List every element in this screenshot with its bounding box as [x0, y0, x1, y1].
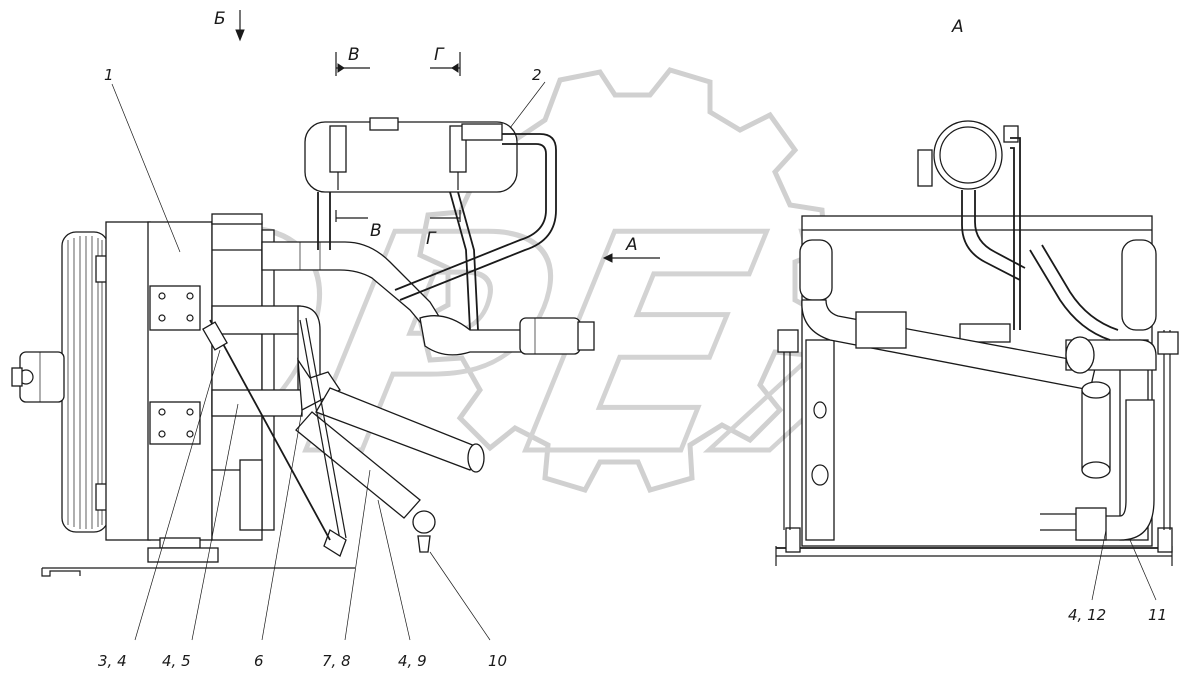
section-marks	[235, 10, 660, 263]
callout-3-4: 3, 4	[98, 652, 127, 670]
view-b-arrow-label: Б	[214, 9, 226, 29]
section-g-bottom-label: Г	[426, 229, 437, 249]
section-g-top-label: Г	[434, 45, 445, 65]
section-v-top-label: В	[348, 45, 360, 65]
fan-motor	[11, 351, 65, 403]
frame	[775, 215, 1179, 566]
expansion-tank-item-2	[304, 117, 557, 331]
callout-11: 11	[1148, 606, 1167, 624]
view-a-title: А	[951, 17, 964, 37]
callout-2: 2	[532, 66, 542, 84]
callout-4-5: 4, 5	[162, 652, 191, 670]
side-view	[11, 10, 660, 641]
callout-4-9: 4, 9	[398, 652, 427, 670]
lower-hoses	[202, 305, 485, 557]
callout-7-8: 7, 8	[322, 652, 351, 670]
radiator-item-1	[41, 213, 355, 577]
callout-6: 6	[254, 652, 264, 670]
view-a-arrow-label: А	[625, 235, 638, 255]
callout-1: 1	[104, 66, 114, 84]
view-a-leaders	[1091, 529, 1157, 601]
callout-10: 10	[488, 652, 507, 670]
callout-4-12: 4, 12	[1068, 606, 1106, 624]
upper-hose	[261, 241, 595, 356]
view-a	[775, 120, 1179, 601]
view-a-pipes	[799, 239, 1157, 541]
section-v-bottom-label: В	[370, 221, 382, 241]
leader-lines	[111, 81, 546, 641]
view-a-tank	[917, 120, 1026, 330]
labels: Б А А В Г В Г 1 2 3, 4 4, 5 6 7, 8 4, 9 …	[98, 9, 1167, 670]
watermark-gear	[417, 67, 828, 494]
fan	[61, 231, 111, 533]
